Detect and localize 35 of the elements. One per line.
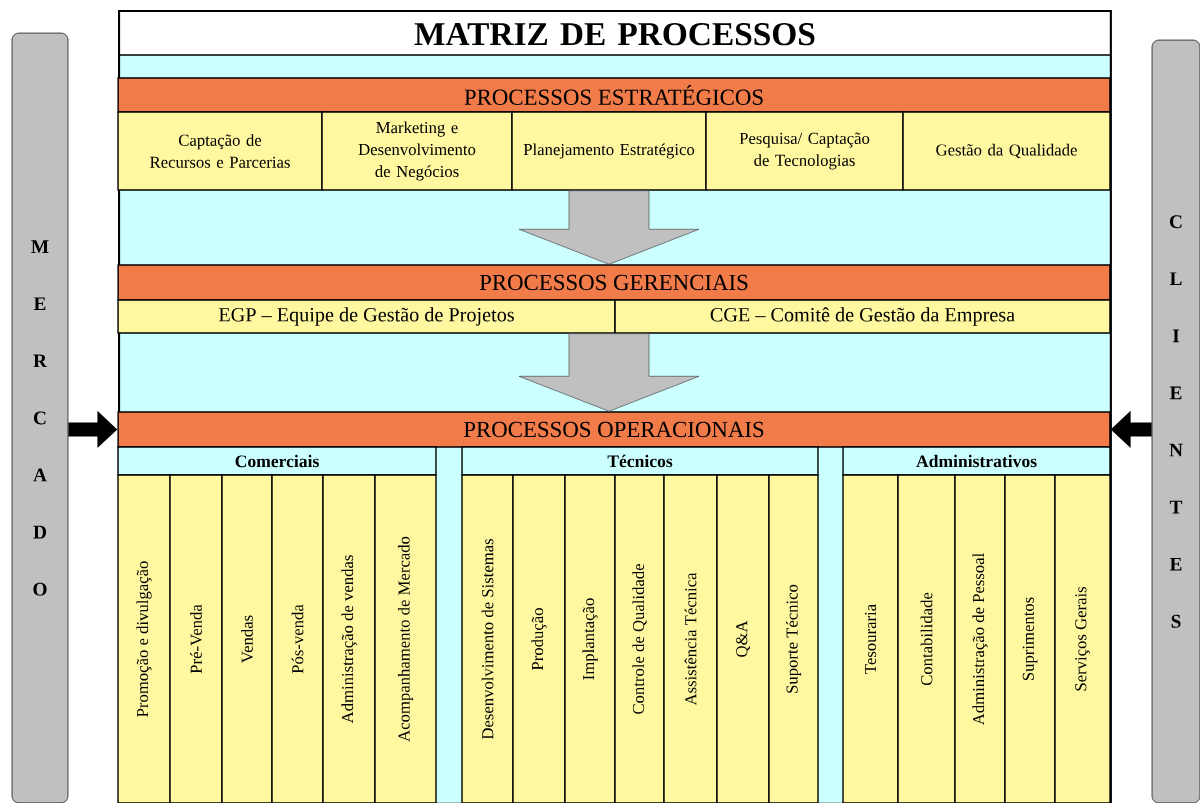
process-column: Promoção e divulgação bbox=[117, 474, 171, 803]
process-column: Controle de Qualidade bbox=[614, 474, 665, 803]
side-bar: C L I E N T E S bbox=[1151, 39, 1200, 803]
group-header: Técnicos bbox=[461, 446, 819, 476]
process-box: Gestão da Qualidade bbox=[902, 111, 1111, 191]
process-column: Assistência Técnica bbox=[663, 474, 718, 803]
process-box: Planejamento Estratégico bbox=[511, 111, 707, 191]
process-column: Implantação bbox=[564, 474, 616, 803]
process-box: Captação de Recursos e Parcerias bbox=[117, 111, 323, 191]
group-header: Comerciais bbox=[117, 446, 437, 476]
section-band: PROCESSOS ESTRATÉGICOS bbox=[117, 77, 1111, 113]
section-band: PROCESSOS OPERACIONAIS bbox=[117, 411, 1111, 448]
process-box: CGE – Comitê de Gestão da Empresa bbox=[614, 299, 1111, 334]
section-band: PROCESSOS GERENCIAIS bbox=[117, 264, 1111, 301]
process-column: Pré-Venda bbox=[169, 474, 223, 803]
process-column: Serviços Gerais bbox=[1054, 474, 1111, 803]
process-column: Administração de Pessoal bbox=[954, 474, 1006, 803]
process-box: Marketing e Desenvolvimento de Negócios bbox=[321, 111, 513, 191]
process-column: Contabilidade bbox=[897, 474, 956, 803]
process-column: Q&A bbox=[716, 474, 770, 803]
process-column: Suprimentos bbox=[1004, 474, 1056, 803]
process-column: Tesouraria bbox=[842, 474, 899, 803]
process-column: Administração de vendas bbox=[322, 474, 376, 803]
side-bar: M E R C A D O bbox=[11, 32, 69, 803]
process-column: Suporte Técnico bbox=[768, 474, 819, 803]
process-column: Produção bbox=[512, 474, 566, 803]
process-column: Acompanhamento de Mercado bbox=[374, 474, 437, 803]
process-column: Pós-venda bbox=[271, 474, 324, 803]
process-box: Pesquisa/ Captação de Tecnologias bbox=[705, 111, 904, 191]
block-arrow bbox=[518, 190, 700, 265]
process-column: Vendas bbox=[221, 474, 273, 803]
block-arrow bbox=[518, 333, 700, 412]
group-header: Administrativos bbox=[842, 446, 1111, 476]
process-column: Desenvolvimento de Sistemas bbox=[461, 474, 514, 803]
process-box: EGP – Equipe de Gestão de Projetos bbox=[117, 299, 616, 334]
